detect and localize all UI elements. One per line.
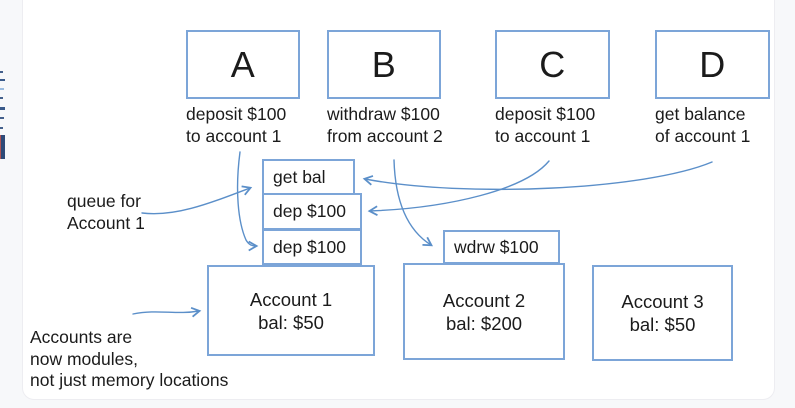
caption-client-b: withdraw $100 from account 2 — [327, 104, 443, 147]
queue-item-label: get bal — [273, 166, 326, 187]
account-name: Account 3 — [621, 291, 704, 312]
client-box-b: B — [327, 30, 441, 99]
client-label-d: D — [699, 43, 726, 85]
note-line2: now modules, — [30, 348, 138, 369]
accounts-note: Accounts are now modules, not just memor… — [30, 327, 228, 392]
client-box-c: C — [495, 30, 610, 99]
left-edge-artifact — [0, 97, 3, 99]
caption-d-line2: of account 1 — [655, 125, 751, 146]
account-box-2: Account 2 bal: $200 — [403, 263, 565, 360]
account-name: Account 1 — [249, 288, 333, 310]
account-balance: bal: $50 — [258, 311, 324, 333]
account-box-3: Account 3 bal: $50 — [592, 265, 733, 361]
caption-a-line1: deposit $100 — [186, 104, 287, 124]
caption-b-line2: from account 2 — [327, 125, 443, 146]
queue-item-label: dep $100 — [273, 201, 346, 221]
caption-client-c: deposit $100 to account 1 — [495, 104, 595, 147]
queue-label: queue for Account 1 — [67, 191, 145, 234]
queue-label-line2: Account 1 — [67, 212, 145, 233]
left-edge-artifact — [0, 79, 5, 81]
account-balance: bal: $200 — [445, 312, 523, 334]
note-line1: Accounts are — [30, 327, 133, 347]
queue-item-dep-100-bottom: dep $100 — [262, 229, 362, 265]
queue-item-label: wdrw $100 — [454, 236, 539, 257]
left-edge-artifact — [0, 127, 3, 129]
caption-b-line1: withdraw $100 — [327, 104, 440, 124]
caption-client-d: get balance of account 1 — [655, 104, 750, 147]
queue-item-wdrw-100: wdrw $100 — [443, 230, 560, 264]
caption-c-line1: deposit $100 — [495, 104, 596, 124]
left-edge-artifact — [0, 88, 4, 90]
account-balance: bal: $50 — [629, 314, 696, 335]
caption-a-line2: to account 1 — [186, 125, 282, 146]
note-line3: not just memory locations — [30, 370, 229, 390]
queue-item-dep-100-mid: dep $100 — [262, 193, 362, 230]
left-edge-artifact — [0, 135, 5, 159]
client-box-d: D — [655, 30, 770, 99]
client-label-b: B — [371, 43, 397, 85]
account-box-1: Account 1 bal: $50 — [207, 265, 375, 356]
caption-c-line2: to account 1 — [495, 125, 591, 146]
queue-item-label: dep $100 — [273, 236, 346, 257]
account-name: Account 2 — [442, 289, 526, 311]
queue-label-line1: queue for — [67, 191, 141, 211]
client-label-a: A — [230, 43, 256, 85]
caption-client-a: deposit $100 to account 1 — [186, 104, 286, 147]
queue-item-get-bal: get bal — [262, 159, 355, 195]
left-edge-artifact — [0, 71, 3, 73]
left-edge-artifact — [0, 107, 5, 110]
caption-d-line1: get balance — [655, 104, 746, 124]
client-box-a: A — [186, 30, 300, 99]
left-edge-artifact — [0, 117, 4, 119]
client-label-c: C — [539, 43, 566, 85]
